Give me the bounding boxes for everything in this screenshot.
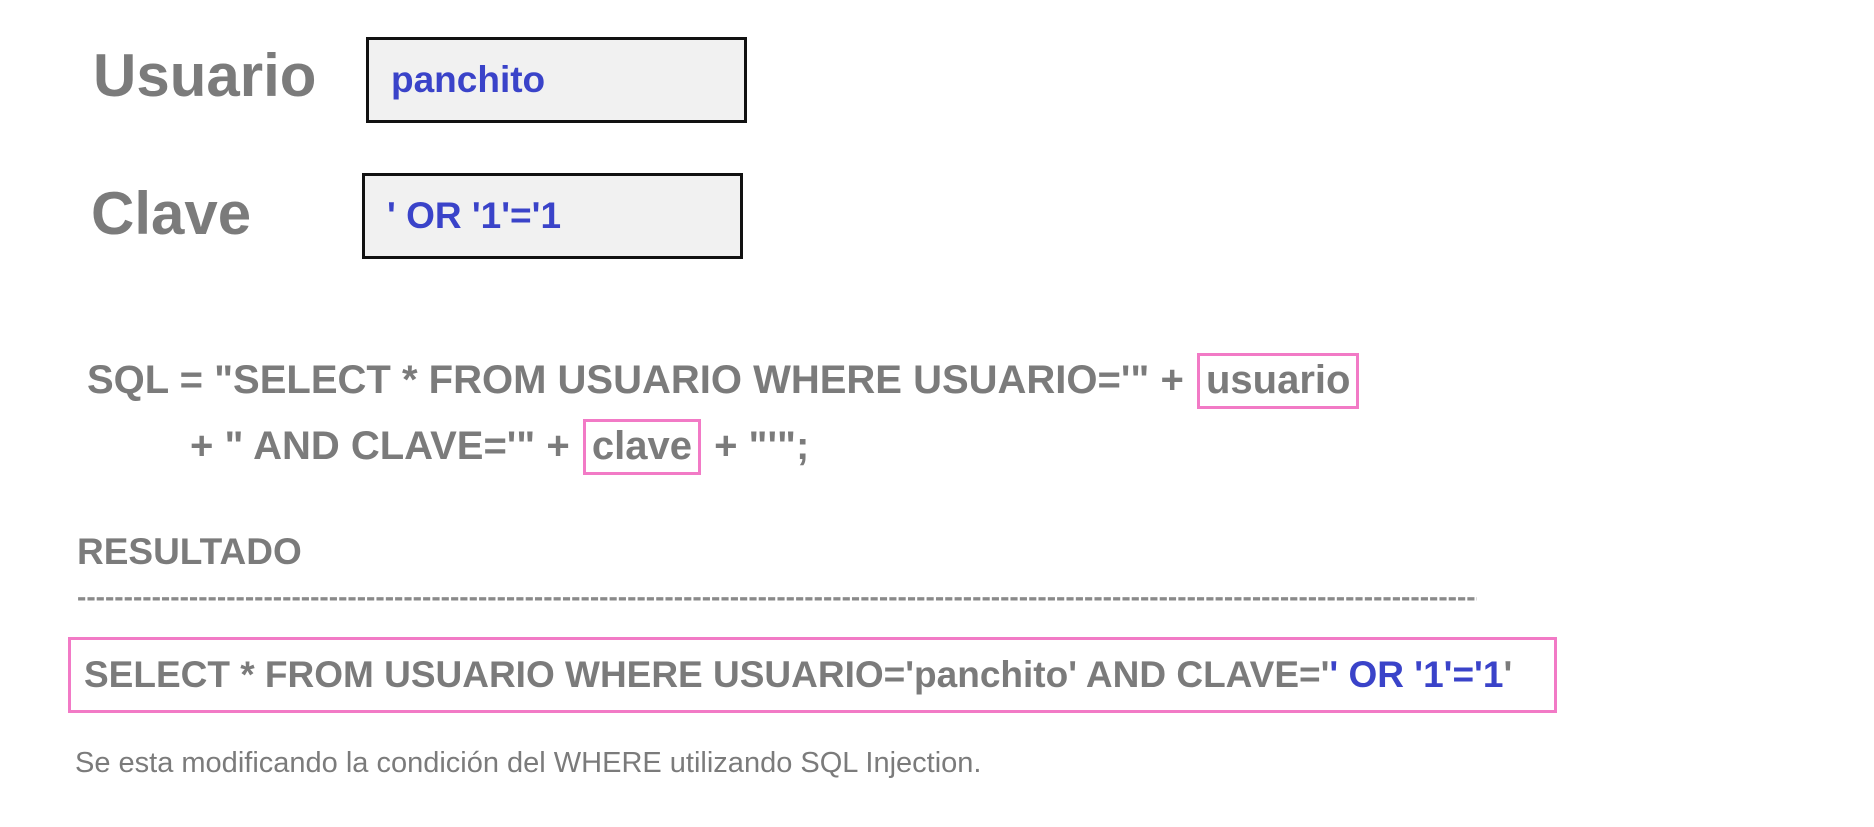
usuario-input[interactable]: panchito <box>366 37 747 123</box>
sql-code-line-1-prefix: SQL = "SELECT * FROM USUARIO WHERE USUAR… <box>87 358 1195 402</box>
result-query-injected: ' OR '1'='1 <box>1329 654 1504 695</box>
explanation-note: Se esta modificando la condición del WHE… <box>75 747 982 779</box>
sql-code-line-2-prefix: + " AND CLAVE='" + <box>190 424 581 468</box>
clave-variable-highlight: clave <box>582 419 701 475</box>
sql-code-line-2: + " AND CLAVE='" + clave + "'"; <box>190 419 809 475</box>
clave-label: Clave <box>91 180 252 247</box>
result-divider: ----------------------------------------… <box>77 583 1477 611</box>
sql-code-line-1: SQL = "SELECT * FROM USUARIO WHERE USUAR… <box>87 353 1361 409</box>
result-query-suffix: ' <box>1503 654 1513 695</box>
usuario-label: Usuario <box>93 42 317 109</box>
resultado-title: RESULTADO <box>77 531 302 572</box>
result-query-prefix: SELECT * FROM USUARIO WHERE USUARIO='pan… <box>84 654 1330 695</box>
sql-code-line-2-suffix: + "'"; <box>702 424 810 468</box>
result-query-box: SELECT * FROM USUARIO WHERE USUARIO='pan… <box>68 637 1557 713</box>
usuario-variable-highlight: usuario <box>1196 353 1360 409</box>
clave-input[interactable]: ' OR '1'='1 <box>362 173 743 259</box>
